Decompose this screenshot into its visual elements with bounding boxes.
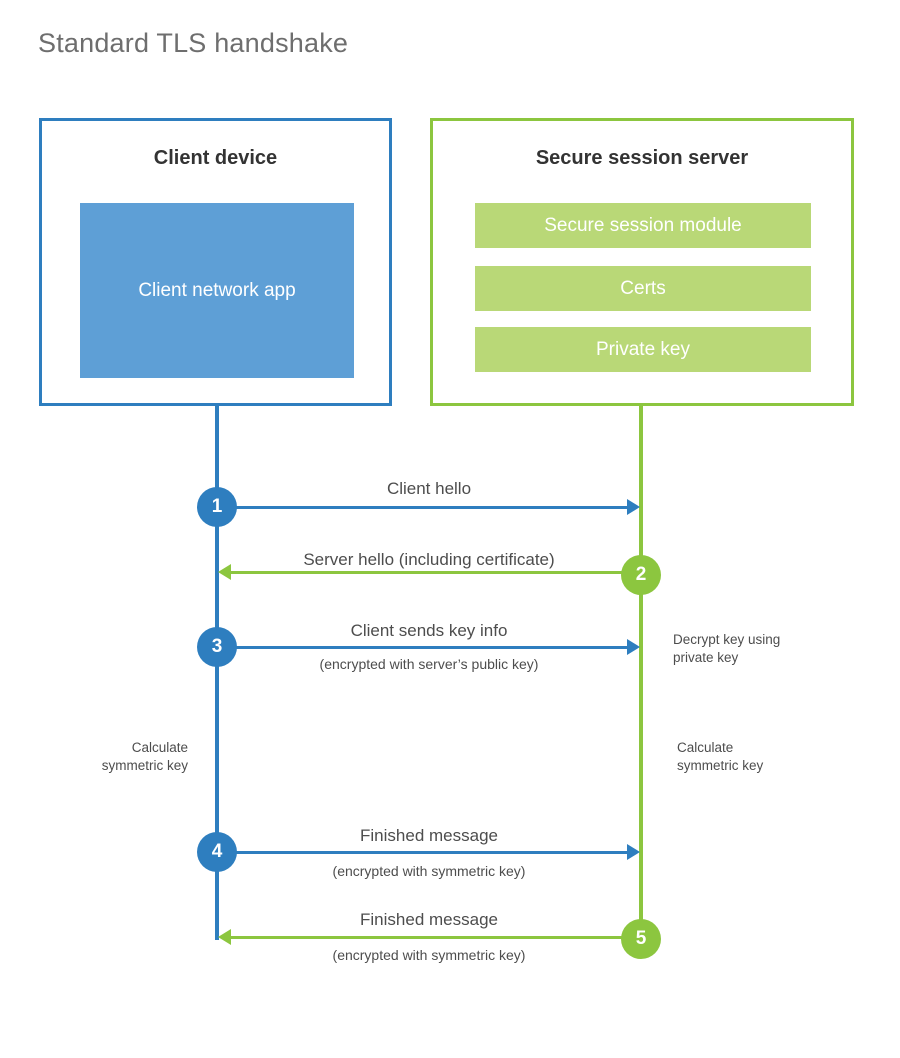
- step-5-label: Finished message: [360, 910, 498, 929]
- server-block-certs: Certs: [475, 266, 811, 311]
- step-3-circle: 3: [197, 627, 237, 667]
- step-4-arrow-line: [217, 851, 627, 854]
- step-4-circle: 4: [197, 832, 237, 872]
- step-1-label: Client hello: [386, 479, 472, 498]
- note-decrypt-key: Decrypt key using private key: [673, 632, 781, 666]
- step-5-circle: 5: [621, 919, 661, 959]
- step-2-arrow-line: [231, 571, 641, 574]
- step-3-sublabel: (encrypted with server’s public key): [319, 656, 539, 672]
- client-device-title: Client device: [153, 147, 278, 169]
- server-block-secure-session-module: Secure session module: [475, 203, 811, 248]
- step-4-sublabel: (encrypted with symmetric key): [332, 863, 526, 879]
- secure-session-server-box: Secure session server Secure session mod…: [430, 118, 854, 406]
- step-3-arrow-line: [217, 646, 627, 649]
- secure-session-server-title: Secure session server: [535, 147, 749, 169]
- step-4-label: Finished message: [360, 826, 498, 845]
- client-lifeline: [215, 406, 219, 940]
- step-4-arrow-head: [627, 844, 640, 860]
- step-1-arrow-line: [217, 506, 627, 509]
- step-2-arrow-head: [218, 564, 231, 580]
- server-lifeline: [639, 406, 643, 940]
- note-server-calculate-symmetric-key: Calculate symmetric key: [677, 740, 764, 774]
- step-1-circle: 1: [197, 487, 237, 527]
- step-1-arrow-head: [627, 499, 640, 515]
- page-title: Standard TLS handshake: [38, 28, 349, 58]
- step-5-arrow-line: [231, 936, 641, 939]
- server-block-private-key: Private key: [475, 327, 811, 372]
- step-5-sublabel: (encrypted with symmetric key): [332, 947, 526, 963]
- step-5-arrow-head: [218, 929, 231, 945]
- step-2-label: Server hello (including certificate): [303, 550, 555, 569]
- note-client-calculate-symmetric-key: Calculate symmetric key: [101, 740, 188, 774]
- client-device-box: Client device Client network app: [39, 118, 392, 406]
- step-3-label: Client sends key info: [350, 621, 508, 640]
- client-network-app-block: Client network app: [80, 203, 354, 378]
- step-3-arrow-head: [627, 639, 640, 655]
- step-2-circle: 2: [621, 555, 661, 595]
